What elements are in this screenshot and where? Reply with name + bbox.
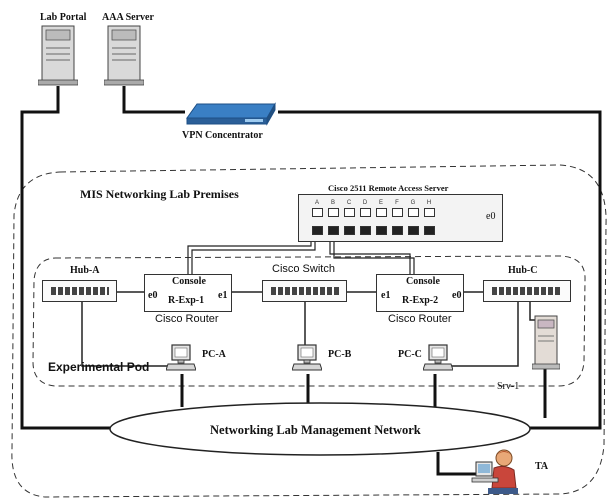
ras-port-jack — [423, 226, 435, 235]
router-2-port-e0: e0 — [452, 290, 462, 301]
pc-a-label: PC-A — [202, 349, 226, 360]
srv-1-server-icon — [532, 315, 560, 370]
ras-port-letter: C — [346, 200, 352, 206]
ras-port-letter: H — [426, 200, 432, 206]
hub-c-ports — [492, 287, 560, 295]
ras-port-letter: E — [378, 200, 383, 206]
management-network-label: Networking Lab Management Network — [210, 423, 421, 437]
ras-port-c: C — [342, 200, 356, 236]
ras-port-letter: D — [362, 200, 368, 206]
pc-c-icon — [423, 344, 453, 371]
router-2-port-e1: e1 — [381, 290, 391, 301]
router-1-port-e1: e1 — [218, 290, 228, 301]
ras-port-jack — [311, 208, 323, 217]
ras-port-jack — [375, 226, 387, 235]
cisco-switch-label: Cisco Switch — [272, 263, 335, 275]
ta-label: TA — [535, 461, 549, 472]
router-1-type-label: Cisco Router — [155, 313, 219, 325]
ras-port-letter: B — [330, 200, 335, 206]
router-r-exp-1 — [144, 274, 232, 312]
hub-c — [483, 280, 571, 302]
data-links — [81, 291, 536, 367]
ras-port-e: E — [374, 200, 388, 236]
ras-port-jack — [359, 226, 371, 235]
router-r-exp-2 — [376, 274, 464, 312]
ras-port-letter: G — [410, 200, 416, 206]
router-1-name-label: R-Exp-1 — [168, 295, 205, 306]
pc-a-icon — [166, 344, 196, 371]
ras-port-jack — [327, 226, 339, 235]
ras-port-letter: A — [314, 200, 319, 206]
ras-port-jack — [311, 226, 323, 235]
management-network-ellipse — [109, 402, 531, 456]
hub-a-label: Hub-A — [70, 265, 100, 276]
pc-b-icon — [292, 344, 322, 371]
lab-portal-server-icon — [38, 25, 78, 86]
ras-port-g: G — [406, 200, 420, 236]
ras-label: Cisco 2511 Remote Access Server — [328, 183, 449, 193]
experimental-pod-label: Experimental Pod — [48, 360, 150, 374]
ras-port-d: D — [358, 200, 372, 236]
router-2-type-label: Cisco Router — [388, 313, 452, 325]
ta-person-icon — [471, 449, 518, 494]
switch-ports — [271, 287, 339, 295]
pc-b-label: PC-B — [328, 349, 352, 360]
premises-label: MIS Networking Lab Premises — [80, 187, 239, 201]
ras-port-h: H — [422, 200, 436, 236]
pc-c-label: PC-C — [398, 349, 422, 360]
aaa-server-icon — [104, 25, 144, 86]
router-1-port-e0: e0 — [148, 290, 158, 301]
ras-port-jack — [343, 226, 355, 235]
pod-boundary — [32, 255, 586, 387]
ras-port-letter: F — [395, 200, 399, 206]
vpn-concentrator-icon — [186, 102, 276, 126]
ras-port-jack — [327, 208, 339, 217]
ras-port-jack — [423, 208, 435, 217]
ras-port-jack — [407, 208, 419, 217]
aaa-server-label: AAA Server — [102, 12, 154, 23]
ras-port-jack — [343, 208, 355, 217]
router-2-console-label: Console — [406, 276, 440, 287]
vpn-concentrator-label: VPN Concentrator — [182, 130, 263, 141]
hub-c-label: Hub-C — [508, 265, 538, 276]
hub-a — [42, 280, 117, 302]
ras-port-a: A — [310, 200, 324, 236]
ras-port-b: B — [326, 200, 340, 236]
lab-portal-label: Lab Portal — [40, 12, 87, 23]
ras-port-strip: A B C D E F G H — [310, 200, 442, 236]
ras-port-jack — [391, 226, 403, 235]
ras-port-e0-label: e0 — [486, 211, 496, 222]
router-2-name-label: R-Exp-2 — [402, 295, 439, 306]
router-1-console-label: Console — [172, 276, 206, 287]
cisco-switch — [262, 280, 347, 302]
backbone-links — [20, 86, 602, 476]
ras-port-jack — [359, 208, 371, 217]
srv-1-label: Srv-1 — [497, 381, 520, 392]
ras-port-jack — [375, 208, 387, 217]
hub-a-ports — [51, 287, 109, 295]
ras-port-jack — [391, 208, 403, 217]
ras-port-f: F — [390, 200, 404, 236]
ras-port-jack — [407, 226, 419, 235]
